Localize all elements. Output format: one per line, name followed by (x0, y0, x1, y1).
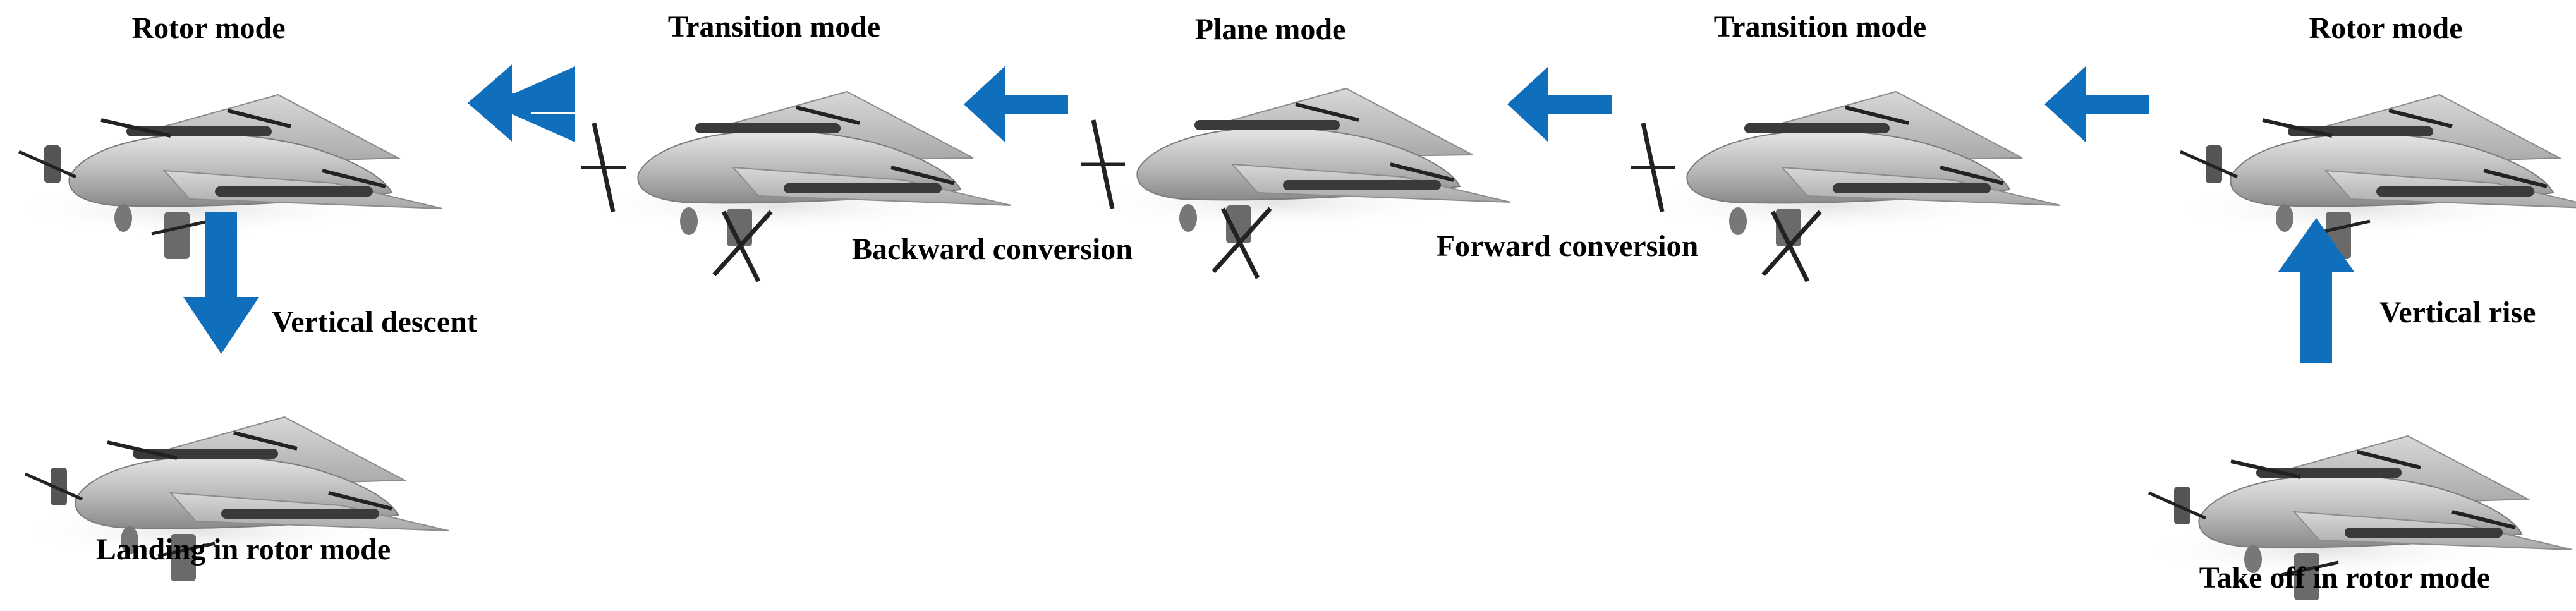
label-take-off-in-rotor-mode: Take off in rotor mode (2199, 561, 2490, 595)
label-rotor-mode-left: Rotor mode (131, 11, 285, 45)
label-vertical-descent: Vertical descent (272, 305, 477, 339)
arrow-up-rise (2278, 218, 2354, 363)
label-vertical-rise: Vertical rise (2379, 296, 2536, 329)
arrow-left-1 (490, 66, 578, 142)
arrow-left-top-left (468, 64, 575, 142)
label-transition-mode-left: Transition mode (668, 10, 880, 44)
label-landing-in-rotor-mode: Landing in rotor mode (96, 533, 391, 566)
arrow-left-3 (1507, 66, 1612, 142)
label-transition-mode-right: Transition mode (1714, 10, 1926, 44)
label-rotor-mode-right: Rotor mode (2309, 11, 2462, 45)
label-plane-mode: Plane mode (1195, 13, 1346, 46)
arrow-down-descent (183, 212, 259, 354)
label-forward-conversion: Forward conversion (1437, 229, 1699, 263)
arrow-left-2 (964, 66, 1068, 142)
aircraft-rotor-top-right (2168, 95, 2576, 259)
arrow-left-4 (2044, 66, 2149, 142)
label-backward-conversion: Backward conversion (852, 233, 1133, 266)
